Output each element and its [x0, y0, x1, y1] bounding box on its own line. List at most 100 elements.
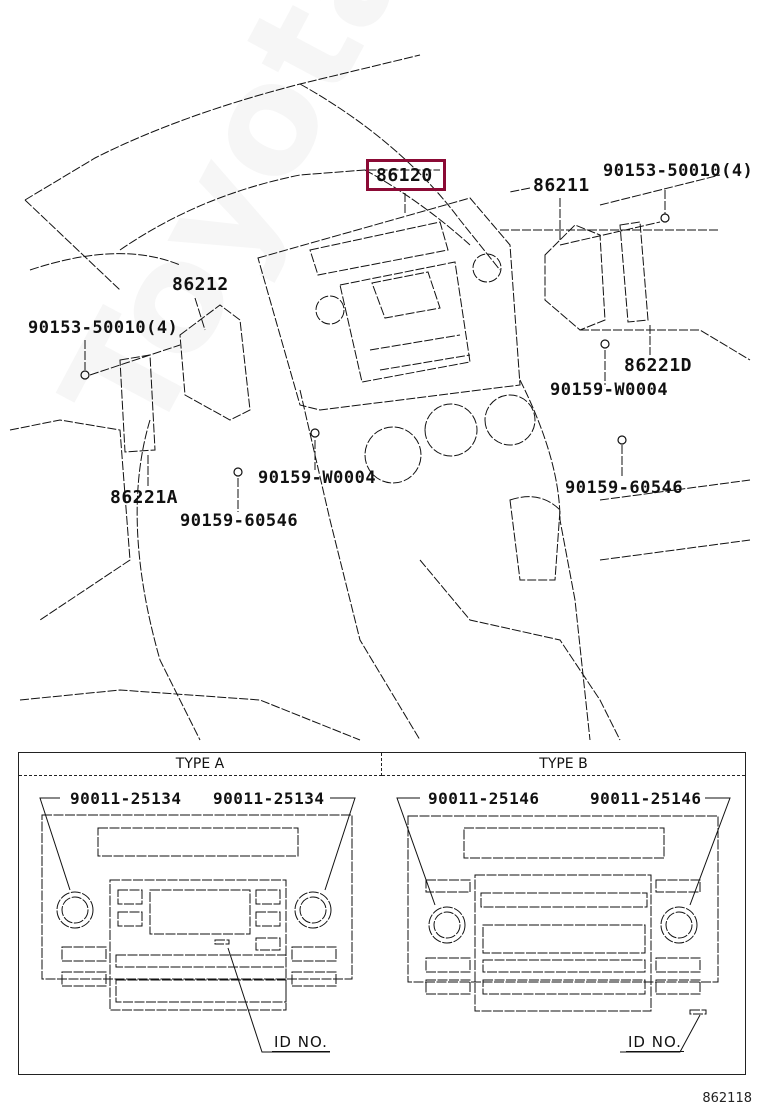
screw-icon [310, 428, 320, 438]
type-a-knob-left [56, 891, 94, 929]
type-b-top-slot [463, 827, 665, 859]
bracket-86221A [119, 354, 156, 453]
type-a-preset-row [115, 979, 287, 1003]
type-a-btn [255, 937, 281, 951]
dash-hood-line [299, 83, 501, 271]
type-b-side-btn [425, 879, 471, 893]
type-b-knob-right-label: 90011-25146 [590, 789, 702, 808]
dash-right-top [599, 174, 721, 206]
type-a-leader-left [39, 797, 71, 891]
type-a-top-slot [97, 827, 299, 857]
left-panel-2 [19, 689, 361, 741]
type-a-id-leader [227, 947, 330, 1053]
type-a-side-btn [291, 971, 337, 987]
type-a-knob-left-label[interactable]: 90011-25134 [70, 789, 182, 808]
part-label-bolt-left-top[interactable]: 90153-50010(4) [28, 318, 179, 338]
part-label-86212[interactable]: 86212 [172, 274, 229, 295]
type-b-leader-right [689, 797, 731, 906]
type-b-knob-right-inner [665, 911, 693, 939]
part-label-screw-right-lower[interactable]: 90159-60546 [565, 478, 684, 498]
type-a-side-btn [61, 946, 107, 962]
leader-bolt-left [84, 340, 181, 376]
type-a-id-plate [214, 939, 230, 945]
part-label-screw-center[interactable]: 90159-W0004 [258, 468, 377, 488]
type-b-side-btn [425, 957, 471, 973]
type-b-id-leader [620, 1014, 701, 1053]
leader-86211 [509, 187, 561, 240]
type-a-btn [117, 889, 143, 905]
type-b-knob-right [660, 906, 698, 944]
type-b-leader-left [396, 797, 436, 906]
type-a-faceplate [41, 814, 353, 980]
type-a-knob-right [294, 891, 332, 929]
screw-icon [617, 435, 627, 445]
part-label-86221A[interactable]: 86221A [110, 487, 179, 508]
right-panel [580, 329, 751, 361]
dash-hood-line-2 [364, 169, 471, 246]
type-a-knob-right-label[interactable]: 90011-25134 [213, 789, 325, 808]
type-b-knob-left-label[interactable]: 90011-25146 [428, 789, 540, 808]
type-b-side-btn [425, 979, 471, 995]
type-a-leader-right [324, 797, 356, 891]
bolt-icon [80, 370, 90, 380]
shift-boot [419, 559, 621, 741]
head-unit-slot [309, 221, 449, 276]
dash-outline-top [24, 54, 421, 201]
type-a-btn [255, 911, 281, 927]
type-a-knob-left-inner [61, 896, 89, 924]
type-b-header: TYPE B [382, 753, 745, 776]
right-panel-2 [599, 479, 751, 501]
bracket-86211 [544, 224, 606, 331]
type-a-side-btn [61, 971, 107, 987]
right-panel-3 [599, 539, 751, 561]
head-unit-bezel [257, 197, 521, 411]
head-unit-buttons [369, 334, 471, 371]
type-b-faceplate [407, 815, 719, 983]
part-label-86120[interactable]: 86120 [376, 165, 433, 186]
bracket-86221D [619, 221, 649, 323]
highlighted-part-box[interactable]: 86120 [366, 159, 446, 191]
shift-knob [509, 496, 561, 581]
vent-circle-right [484, 394, 536, 446]
type-a-id-label: ID NO. [272, 1033, 330, 1052]
part-label-86211[interactable]: 86211 [533, 175, 590, 196]
head-unit-screen [371, 271, 441, 319]
type-a-cd-slot [115, 954, 287, 968]
radio-type-inset: TYPE A TYPE B [18, 752, 746, 1075]
type-b-preset-row-1 [482, 959, 646, 973]
part-label-screw-left-lower[interactable]: 90159-60546 [180, 511, 299, 531]
screw-icon [600, 339, 610, 349]
part-label-screw-right[interactable]: 90159-W0004 [550, 380, 669, 400]
part-label-bolt-right-top[interactable]: 90153-50010(4) [603, 161, 754, 181]
dash-outline-inner [119, 169, 440, 251]
type-b-preset-row-2 [482, 979, 646, 995]
type-b-screen [482, 924, 646, 954]
part-label-86221D[interactable]: 86221D [624, 355, 693, 376]
vent-circle-left [364, 426, 422, 484]
type-a-center [109, 879, 287, 1011]
console-left-edge [299, 389, 421, 741]
dash-left-curve [24, 199, 121, 291]
bolt-icon [660, 213, 670, 223]
head-unit-knob-right [472, 253, 502, 283]
type-a-knob-right-inner [299, 896, 327, 924]
type-a-btn [117, 911, 143, 927]
type-b-side-btn [655, 879, 701, 893]
type-b-cd-slot [480, 892, 648, 908]
type-b-id-label: ID NO. [626, 1033, 684, 1052]
console-right-edge [519, 379, 591, 741]
dash-left-curve-2 [29, 253, 181, 271]
vent-circle-center [424, 403, 478, 457]
head-unit-knob-left [315, 295, 345, 325]
leader-86212 [194, 297, 206, 331]
type-a-header: TYPE A [19, 753, 382, 776]
type-b-knob-left [428, 906, 466, 944]
type-a-btn [255, 889, 281, 905]
type-b-knob-left-inner [433, 911, 461, 939]
leader-bolt-right [559, 190, 666, 246]
type-b-id-plate [689, 1009, 707, 1015]
type-b-center [474, 874, 652, 1012]
type-a-side-btn [291, 946, 337, 962]
head-unit-face [339, 261, 471, 383]
